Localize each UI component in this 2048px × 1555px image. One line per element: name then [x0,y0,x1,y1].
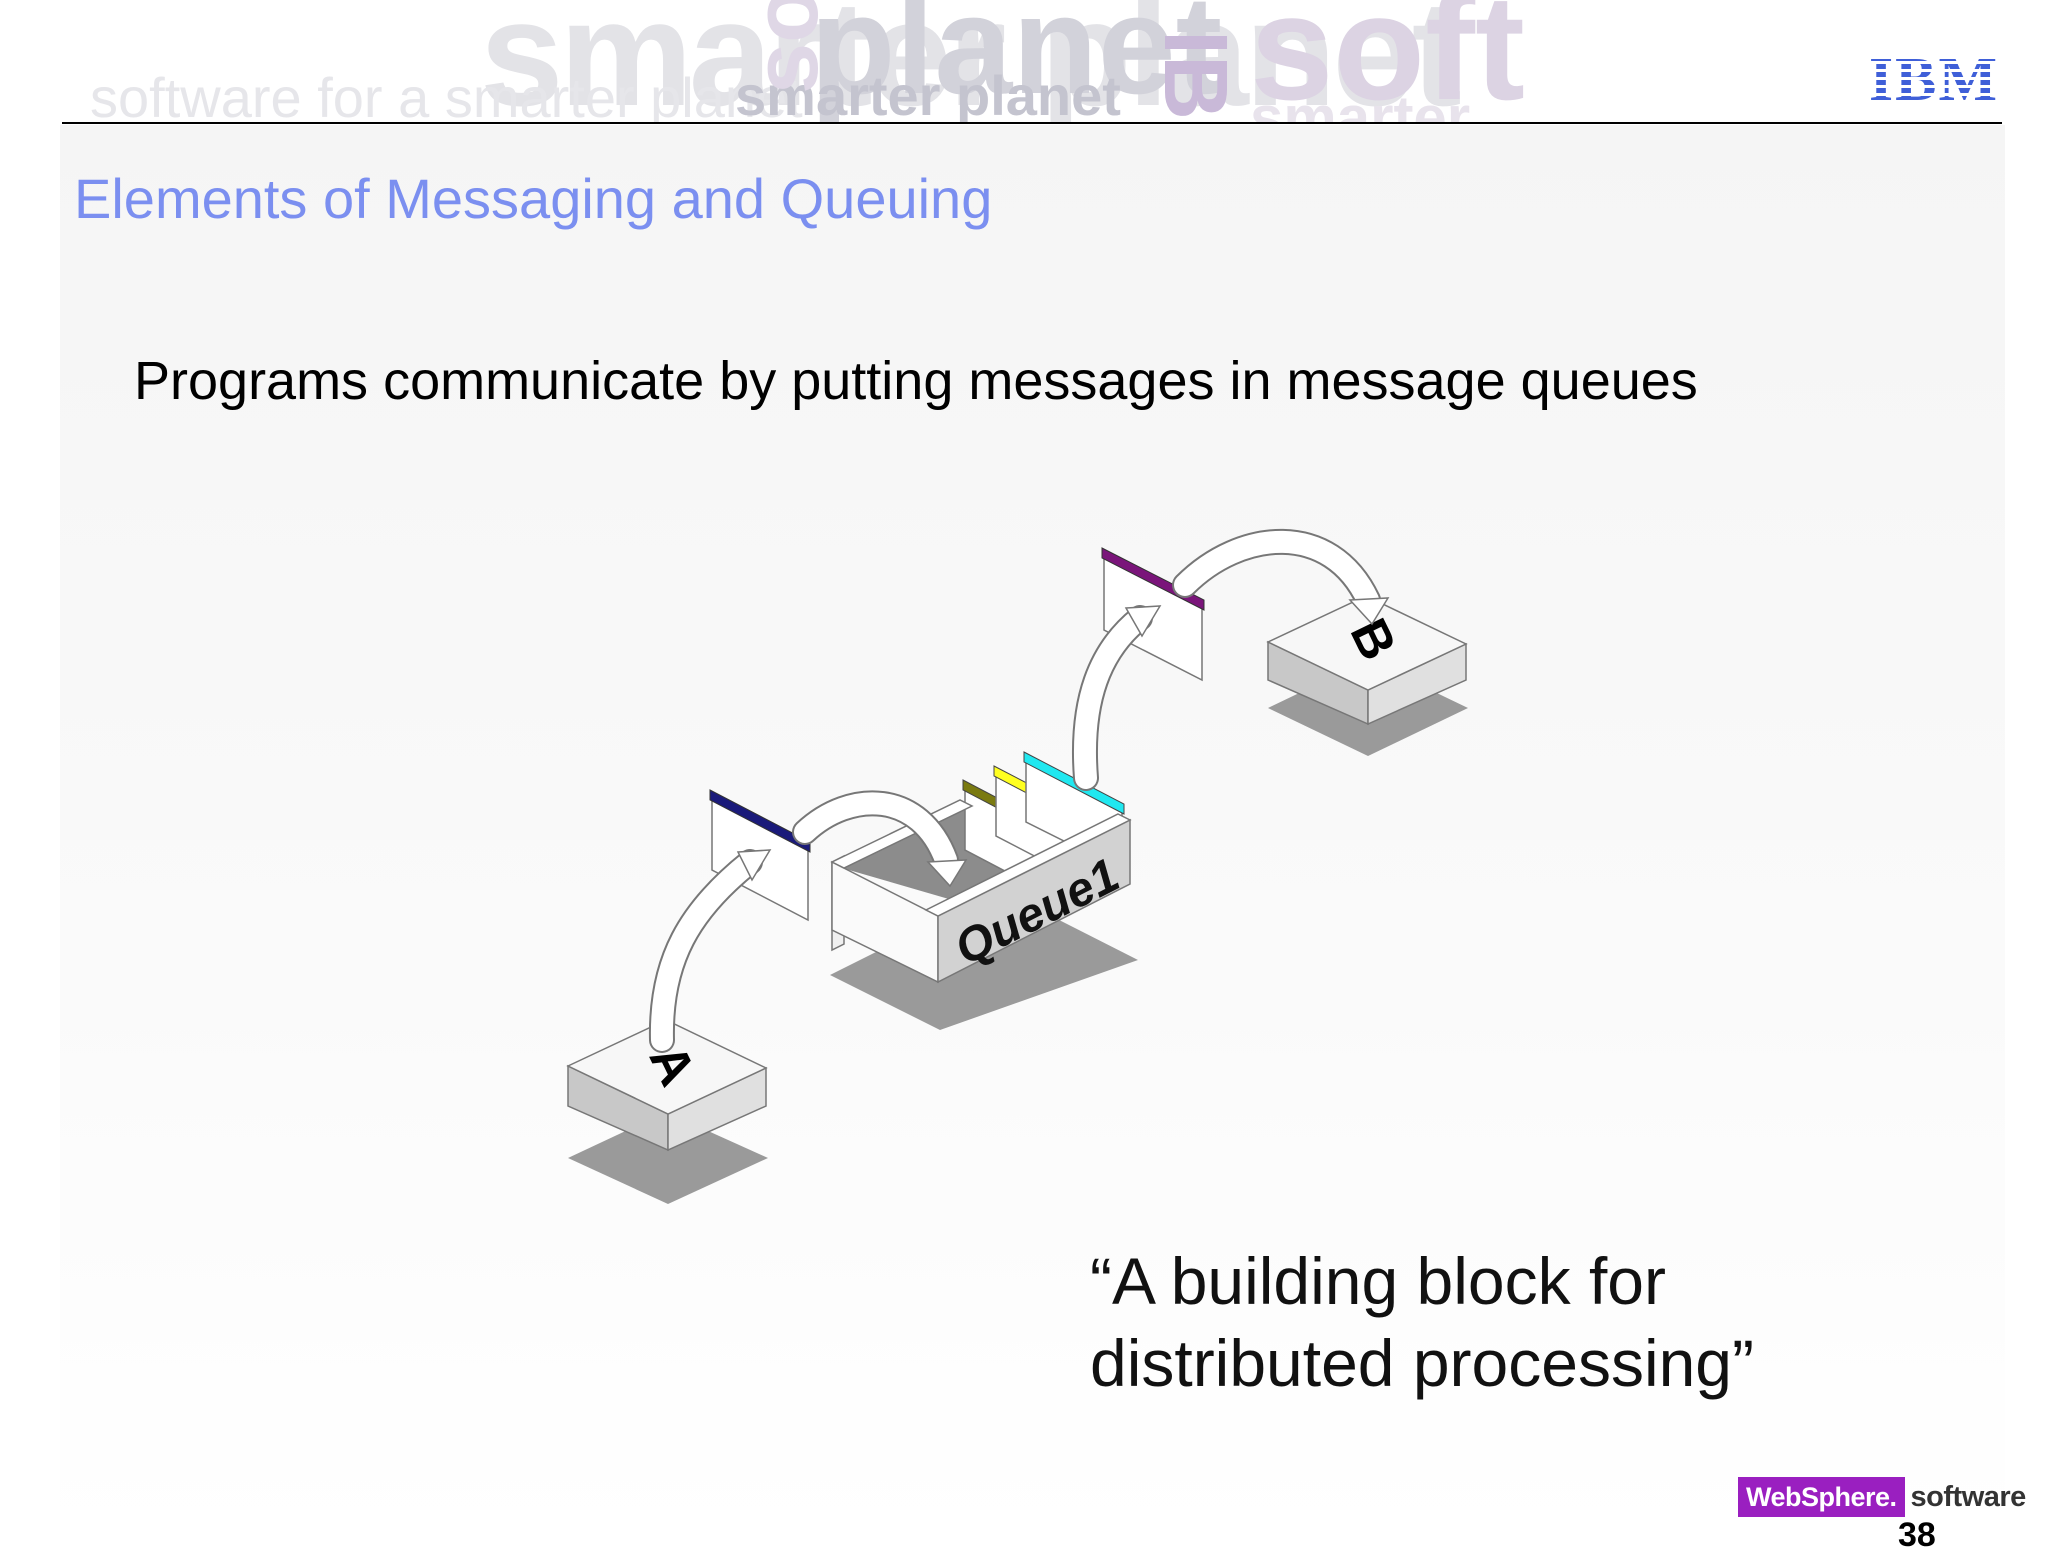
program-b-block: B [1266,595,1468,756]
arrow-message-to-b [1172,528,1390,626]
bullet-text: Programs communicate by putting messages… [134,351,1698,411]
websphere-brand-suffix: software [1910,1480,2027,1513]
arrow-a-to-message [648,849,772,1053]
quote: “A building block for distributed proces… [1090,1240,1754,1404]
quote-line-2: distributed processing” [1090,1326,1754,1400]
message-put-stripe [709,789,811,853]
queue-shadow [830,890,1138,1030]
websphere-brand: WebSphere. [1738,1477,1905,1517]
banner-word: software for a smarter planet [90,66,803,123]
program-b-top [1266,595,1468,691]
header-banner: smarter planet planet soft software for … [0,0,1600,122]
header-rule [62,122,2002,124]
queue-rim-right [924,813,1132,917]
arrow-message-to-queue [792,790,968,888]
banner-word: smarter planet [480,0,1462,122]
arrow-queue-to-message [1072,605,1162,791]
banner-word: planet [810,0,1223,122]
slide-title: Elements of Messaging and Queuing [74,167,993,230]
quote-line-1: “A building block for [1090,1244,1666,1318]
ibm-logo: IBM [1869,48,1999,108]
websphere-logo: WebSphere. software [1738,1477,2026,1517]
banner-word: smarter [1250,84,1471,123]
ibm-logo-text: IBM [1869,48,1999,108]
banner-word: smarter planet [735,64,1121,123]
banner-word: soft [1250,0,1525,122]
program-a-shadow [568,1112,768,1204]
program-a-top [566,1019,768,1115]
